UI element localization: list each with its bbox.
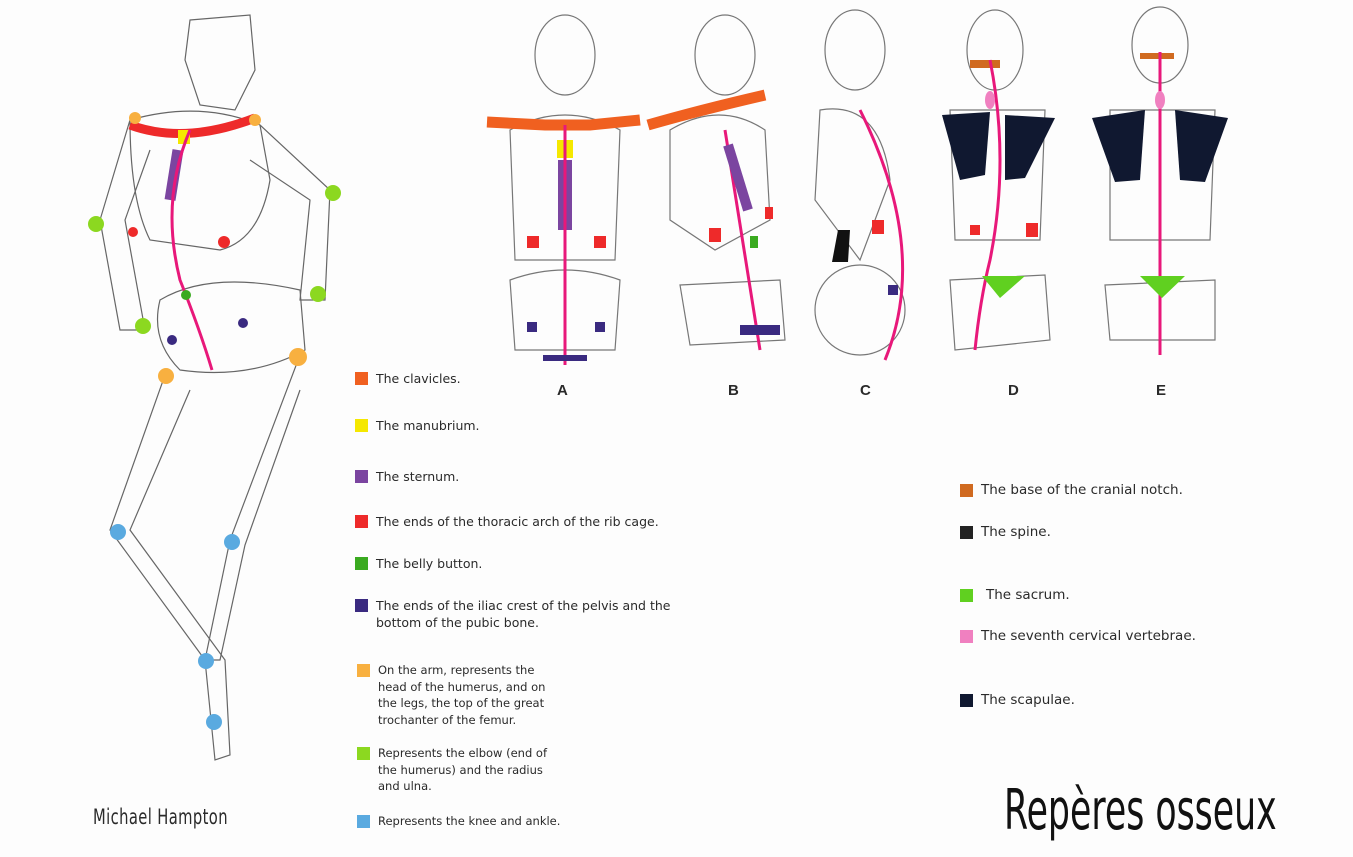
swatch-icon [355, 557, 368, 570]
swatch-icon [355, 515, 368, 528]
figure-label-b: B [728, 382, 739, 399]
torso-landmarks [486, 52, 1228, 365]
swatch-icon [960, 526, 973, 539]
swatch-icon [960, 630, 973, 643]
legend-text: Represents the knee and ankle. [378, 814, 561, 828]
swatch-icon [960, 589, 973, 602]
legend-item: Represents the elbow (end of the humerus… [357, 745, 557, 795]
legend-item: The ends of the iliac crest of the pelvi… [355, 597, 690, 631]
figure-label-a: A [557, 382, 568, 399]
swatch-icon [960, 694, 973, 707]
swatch-icon [355, 599, 368, 612]
page-title: Repères osseux [1004, 778, 1277, 843]
legend-item: The sacrum. [960, 587, 1260, 604]
figure-label-e: E [1156, 382, 1167, 399]
legend-item: The clavicles. [355, 370, 695, 387]
swatch-icon [357, 664, 370, 677]
mannequin-landmarks [88, 112, 341, 730]
legend-text: The clavicles. [376, 371, 461, 386]
swatch-icon [960, 484, 973, 497]
swatch-icon [357, 815, 370, 828]
figure-label-d: D [1008, 382, 1019, 399]
legend-text: The base of the cranial notch. [981, 482, 1183, 498]
swatch-icon [355, 419, 368, 432]
legend-text: The manubrium. [376, 418, 480, 433]
legend-item: On the arm, represents the head of the h… [357, 662, 557, 728]
legend-item: The base of the cranial notch. [960, 482, 1260, 499]
legend-text: The sacrum. [986, 587, 1070, 603]
swatch-icon [355, 372, 368, 385]
swatch-icon [357, 747, 370, 760]
legend-item: The sternum. [355, 468, 695, 485]
legend-text: The ends of the iliac crest of the pelvi… [376, 598, 671, 630]
torso-views [509, 6, 1216, 356]
legend-text: The spine. [981, 524, 1051, 540]
legend-text: Represents the elbow (end of the humerus… [378, 746, 547, 793]
legend-item: The seventh cervical vertebrae. [960, 628, 1260, 645]
legend-text: The sternum. [376, 469, 460, 484]
legend-item: The ends of the thoracic arch of the rib… [355, 513, 695, 530]
legend-item: The scapulae. [960, 692, 1260, 709]
legend-text: The belly button. [376, 556, 483, 571]
legend-text: The scapulae. [981, 692, 1075, 708]
legend-text: The ends of the thoracic arch of the rib… [376, 514, 659, 529]
legend-item: The spine. [960, 524, 1260, 541]
swatch-icon [355, 470, 368, 483]
legend-item: The manubrium. [355, 417, 695, 434]
legend-text: The seventh cervical vertebrae. [981, 628, 1196, 644]
legend-item: The belly button. [355, 555, 695, 572]
artist-credit: Michael Hampton [93, 805, 228, 829]
legend-item: Represents the knee and ankle. [357, 813, 617, 830]
legend-text: On the arm, represents the head of the h… [378, 663, 546, 727]
figure-label-c: C [860, 382, 871, 399]
